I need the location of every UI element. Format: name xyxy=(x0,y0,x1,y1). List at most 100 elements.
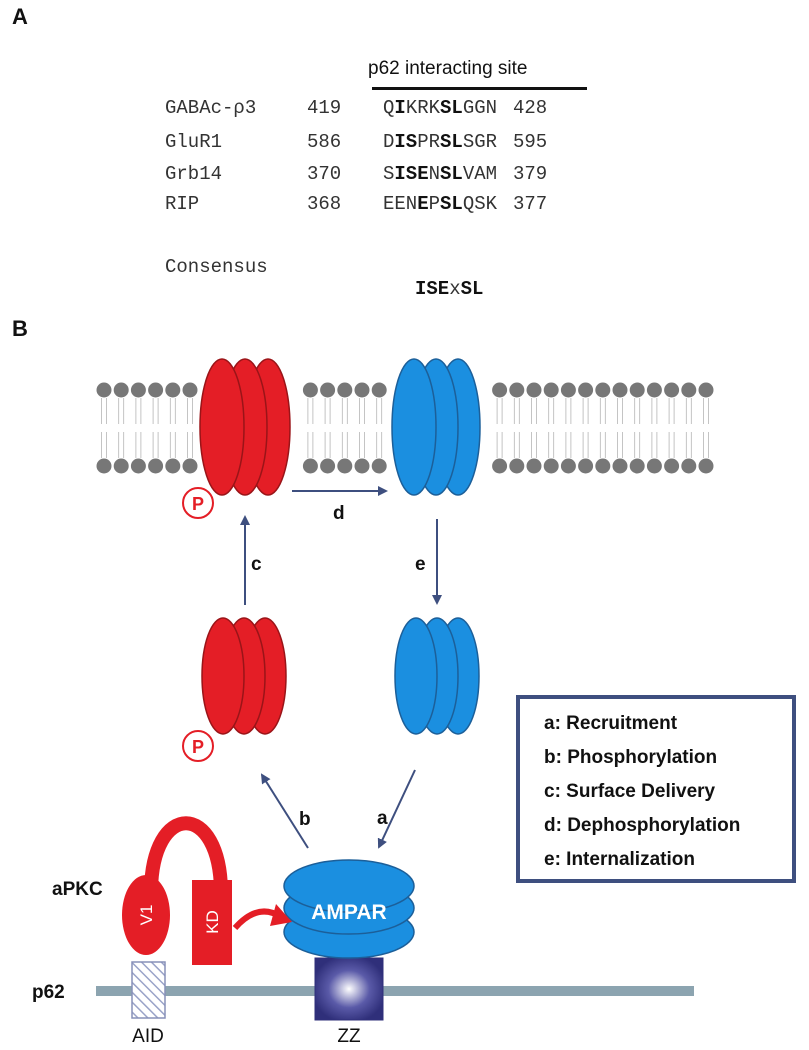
arrow-label-b: b xyxy=(299,809,311,830)
lipid-head xyxy=(560,458,576,474)
lipid-head xyxy=(646,458,662,474)
lipid-head xyxy=(509,458,525,474)
lipid-head xyxy=(595,458,611,474)
arrow-label-c: c xyxy=(251,554,262,575)
lipid-head xyxy=(302,382,318,398)
membrane-dephospho-receptor xyxy=(391,358,481,496)
sequence-protein-name: GABAc-ρ3 xyxy=(165,97,257,119)
kd-domain xyxy=(192,880,232,965)
lipid-head xyxy=(681,458,697,474)
lipid-head xyxy=(113,382,129,398)
lipid-head xyxy=(646,382,662,398)
zz-label: ZZ xyxy=(337,1026,361,1047)
kinase-action-arrow-head xyxy=(270,904,292,926)
lipid-head xyxy=(578,382,594,398)
legend-item-a: a: Recruitment xyxy=(544,713,678,734)
sequence-end-position: 428 xyxy=(513,97,548,119)
zz-domain xyxy=(314,957,384,1021)
p62-interacting-site-label: p62 interacting site xyxy=(368,58,528,79)
sequence-residues: DISPRSLSGR xyxy=(383,131,498,153)
lipid-head xyxy=(698,458,714,474)
aid-domain xyxy=(131,961,166,1019)
sequence-start-position: 368 xyxy=(307,193,342,215)
lipid-head xyxy=(595,382,611,398)
lipid-head xyxy=(371,382,387,398)
lipid-bilayer xyxy=(96,382,714,474)
lipid-head xyxy=(492,458,508,474)
membrane-phospho-receptor xyxy=(199,358,291,496)
lipid-head xyxy=(113,458,129,474)
sequence-start-position: 586 xyxy=(307,131,342,153)
lipid-head xyxy=(130,458,146,474)
lipid-head xyxy=(492,382,508,398)
ampar-complex: AMPAR xyxy=(283,859,415,959)
sequence-protein-name: GluR1 xyxy=(165,131,223,153)
lipid-head xyxy=(337,458,353,474)
lipid-head xyxy=(320,458,336,474)
lipid-head xyxy=(664,382,680,398)
arrow-label-a: a xyxy=(377,808,388,829)
lipid-head xyxy=(629,382,645,398)
lipid-head xyxy=(526,458,542,474)
sequence-end-position: 379 xyxy=(513,163,548,185)
lipid-head xyxy=(681,382,697,398)
apkc-label: aPKC xyxy=(52,879,103,900)
phosphate-marker-membrane: P xyxy=(182,487,214,519)
lipid-head xyxy=(165,458,181,474)
legend-item-d: d: Dephosphorylation xyxy=(544,815,741,836)
legend-item-e: e: Internalization xyxy=(544,849,695,870)
lipid-head xyxy=(148,382,164,398)
lipid-head xyxy=(354,382,370,398)
aid-label: AID xyxy=(132,1026,164,1047)
v1-domain xyxy=(122,875,170,955)
lipid-head xyxy=(96,382,112,398)
sequence-residues: QIKRKSLGGN xyxy=(383,97,498,119)
legend-item-c: c: Surface Delivery xyxy=(544,781,716,802)
lipid-head xyxy=(354,458,370,474)
lipid-head xyxy=(182,458,198,474)
svg-text:P: P xyxy=(192,737,204,757)
p62-label: p62 xyxy=(32,982,65,1003)
panel-b-label: B xyxy=(12,316,28,341)
consensus-label: Consensus xyxy=(165,256,268,278)
sequence-protein-name: Grb14 xyxy=(165,163,223,185)
legend-box: a: Recruitment b: Phosphorylation c: Sur… xyxy=(516,695,796,883)
kd-label: KD xyxy=(203,910,222,934)
lipid-head xyxy=(182,382,198,398)
lipid-head xyxy=(629,458,645,474)
lipid-head xyxy=(698,382,714,398)
lipid-head xyxy=(371,458,387,474)
lipid-head xyxy=(320,382,336,398)
consensus-row: Consensus ISExSL xyxy=(165,234,483,300)
sequence-end-position: 595 xyxy=(513,131,548,153)
p62-interacting-site-bar xyxy=(372,87,587,90)
lipid-head xyxy=(612,382,628,398)
arrow-b xyxy=(260,773,309,849)
arrow-a xyxy=(377,769,416,849)
svg-text:P: P xyxy=(192,494,204,514)
lipid-head xyxy=(560,382,576,398)
lipid-head xyxy=(337,382,353,398)
lipid-head xyxy=(148,458,164,474)
cytoplasmic-phospho-receptor xyxy=(201,617,287,735)
lipid-head xyxy=(130,382,146,398)
lipid-head xyxy=(302,458,318,474)
sequence-end-position: 377 xyxy=(513,193,548,215)
sequence-residues: EENEPSLQSK xyxy=(383,193,498,215)
v1-label: V1 xyxy=(137,905,156,926)
lipid-head xyxy=(543,458,559,474)
ampar-label: AMPAR xyxy=(311,901,386,924)
apkc-kinase: V1 KD xyxy=(122,816,292,965)
sequence-start-position: 419 xyxy=(307,97,342,119)
arrow-label-e: e xyxy=(415,554,426,575)
p62-bar xyxy=(96,986,694,996)
lipid-head xyxy=(612,458,628,474)
lipid-head xyxy=(543,382,559,398)
lipid-head xyxy=(526,382,542,398)
sequence-start-position: 370 xyxy=(307,163,342,185)
panel-a-label: A xyxy=(12,4,28,29)
consensus-sequence: ISExSL xyxy=(415,278,484,300)
cytoplasmic-dephospho-receptor xyxy=(394,617,480,735)
lipid-head xyxy=(165,382,181,398)
